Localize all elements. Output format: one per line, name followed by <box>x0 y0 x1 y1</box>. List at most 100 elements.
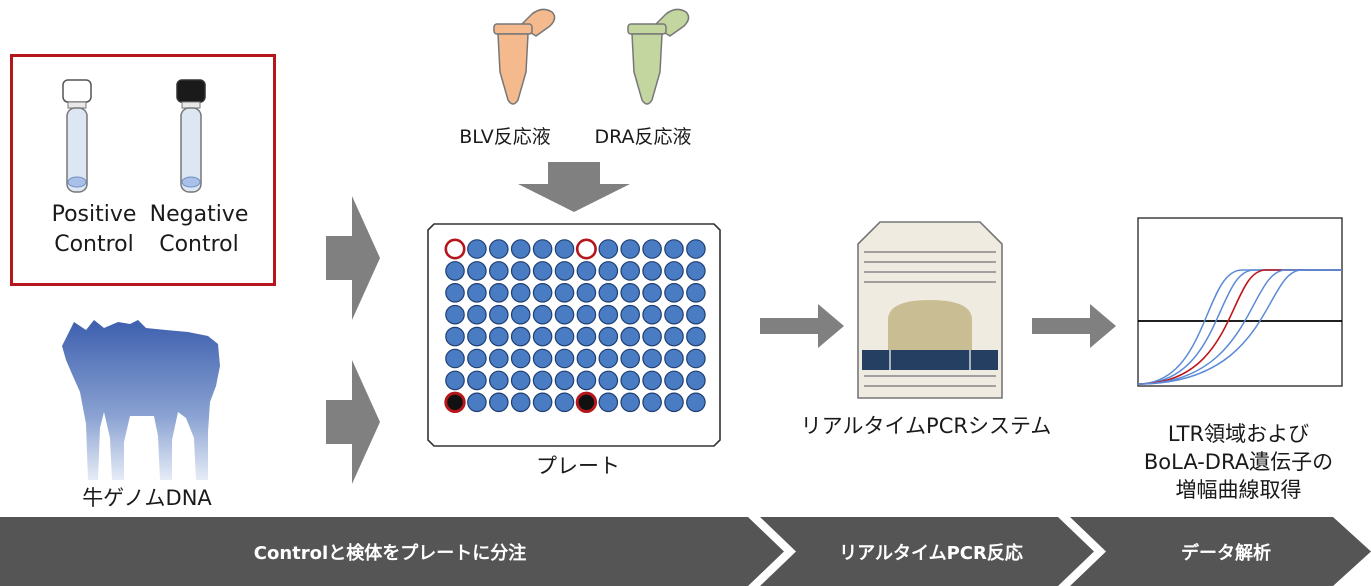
arrow-right-icon <box>326 360 380 484</box>
sample-well <box>554 304 575 325</box>
sample-well <box>620 283 640 303</box>
sample-well <box>620 392 640 413</box>
amplification-curve <box>1137 269 1342 385</box>
sample-well <box>510 239 531 259</box>
sample-well <box>642 283 662 303</box>
sample-well <box>598 239 619 259</box>
arrow-right-icon <box>326 196 380 320</box>
sample-well <box>642 370 662 391</box>
sample-well <box>598 348 619 369</box>
sample-well <box>467 304 487 325</box>
pcr-machine-icon <box>857 221 1003 399</box>
positive-control-well <box>575 238 597 260</box>
sample-well <box>510 304 531 325</box>
sample-well <box>532 283 553 303</box>
sample-well <box>598 283 619 303</box>
step-bar <box>0 517 1371 586</box>
sample-well <box>598 326 619 347</box>
blv-reagent-label: BLV反応液 <box>459 126 551 148</box>
sample-well <box>489 348 509 369</box>
arrow-down-icon <box>518 162 630 212</box>
sample-well <box>686 261 706 281</box>
amplification-chart <box>1137 217 1343 387</box>
sample-well <box>664 304 684 325</box>
sample-well <box>642 326 662 347</box>
sample-well <box>532 326 553 347</box>
sample-well <box>489 261 509 281</box>
sample-well <box>467 239 487 259</box>
sample-well <box>598 304 619 325</box>
sample-well <box>664 261 684 281</box>
sample-well <box>686 370 706 391</box>
sample-well <box>467 348 487 369</box>
sample-well <box>598 370 619 391</box>
sample-well <box>489 326 509 347</box>
sample-well <box>620 239 640 259</box>
sample-well <box>467 261 487 281</box>
sample-well <box>620 348 640 369</box>
sample-well <box>532 261 553 281</box>
blv-reagent-tube-icon <box>493 8 556 105</box>
sample-well <box>554 326 575 347</box>
sample-well <box>664 326 684 347</box>
step-pcr-reaction: リアルタイムPCR反応 <box>839 542 1023 564</box>
sample-well <box>686 392 706 413</box>
dra-reagent-tube-icon <box>627 8 690 105</box>
sample-well <box>554 283 575 303</box>
sample-well <box>620 304 640 325</box>
sample-well <box>467 392 487 413</box>
sample-well <box>620 326 640 347</box>
sample-well <box>642 392 662 413</box>
sample-well <box>532 239 553 259</box>
negative-control-well <box>575 391 598 414</box>
sample-well <box>510 326 531 347</box>
plate-label: プレート <box>536 454 620 478</box>
arrow-right-icon <box>1032 304 1116 348</box>
sample-well <box>686 304 706 325</box>
positive-control-well <box>444 238 466 260</box>
sample-well <box>510 283 531 303</box>
sample-well <box>642 348 662 369</box>
sample-well <box>532 370 553 391</box>
sample-well <box>510 370 531 391</box>
negative-control-label: Negative Control <box>149 202 249 257</box>
step-data-analysis: データ解析 <box>1181 542 1271 564</box>
sample-well <box>642 239 662 259</box>
sample-well <box>467 326 487 347</box>
sample-well <box>686 283 706 303</box>
sample-well <box>598 392 619 413</box>
sample-well <box>554 239 575 259</box>
dra-reagent-label: DRA反応液 <box>594 126 692 148</box>
sample-well <box>576 304 597 325</box>
sample-well <box>445 283 465 303</box>
sample-well <box>510 261 531 281</box>
sample-well <box>489 370 509 391</box>
sample-well <box>554 370 575 391</box>
sample-well <box>532 304 553 325</box>
sample-well <box>554 348 575 369</box>
negative-control-tube-icon <box>176 79 206 193</box>
sample-well <box>445 261 465 281</box>
sample-well <box>554 261 575 281</box>
sample-well <box>445 304 465 325</box>
amplification-curve <box>1137 269 1342 385</box>
amplification-curve <box>1137 269 1342 385</box>
step-dispense: Controlと検体をプレートに分注 <box>253 542 527 564</box>
plate <box>427 223 721 447</box>
sample-well <box>467 370 487 391</box>
cow-icon <box>62 320 220 480</box>
sample-well <box>445 348 465 369</box>
sample-well <box>467 283 487 303</box>
result-label: LTR領域および BoLA-DRA遺伝子の 増幅曲線取得 <box>1143 422 1334 502</box>
sample-well <box>554 392 575 413</box>
sample-well <box>664 392 684 413</box>
sample-well <box>664 348 684 369</box>
negative-control-well <box>444 391 466 414</box>
sample-well <box>489 283 509 303</box>
sample-well <box>510 348 531 369</box>
sample-well <box>686 348 706 369</box>
arrow-right-icon <box>760 304 844 348</box>
sample-well <box>532 392 553 413</box>
positive-control-tube-icon <box>62 79 92 193</box>
sample-well <box>445 370 465 391</box>
